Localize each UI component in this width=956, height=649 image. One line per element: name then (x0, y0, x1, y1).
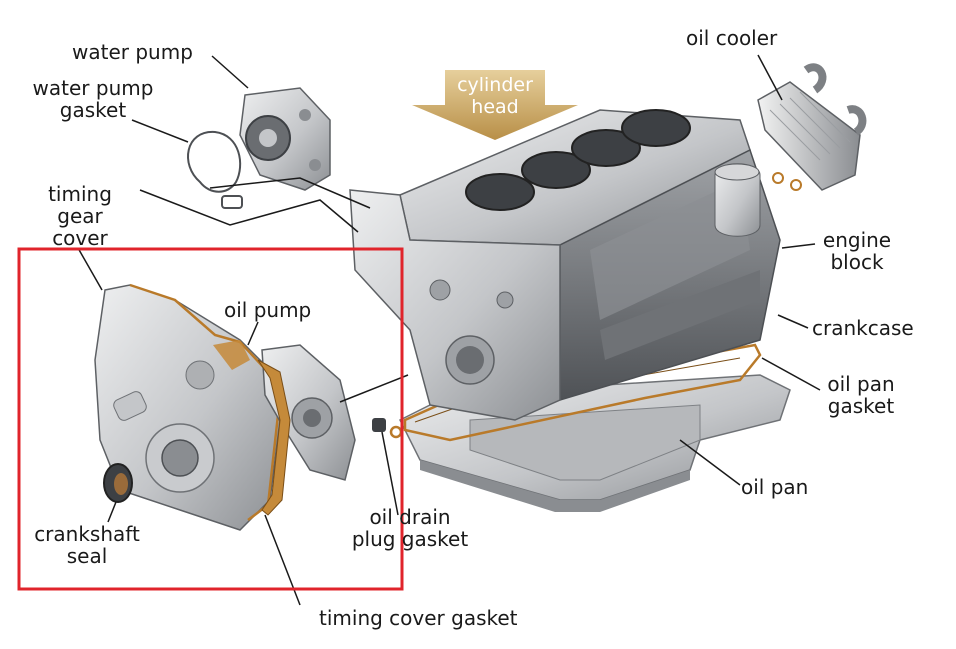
label-timing-cover-gasket: timing cover gasket (319, 606, 518, 630)
label-oil-drain-line1: oil drain (369, 505, 451, 529)
label-oil-pan-gasket-line1: oil pan (827, 372, 895, 396)
label-timing-gear-cover-line1: timing (48, 182, 112, 206)
label-oil-pan-gasket: oil pan gasket (816, 373, 906, 417)
label-cylinder-head-line2: head (471, 96, 519, 118)
label-timing-gear-cover: timing gear cover (35, 183, 125, 249)
water-pump-part (239, 87, 331, 191)
label-engine-block-line1: engine (822, 228, 892, 252)
label-water-pump: water pump (72, 40, 193, 64)
highlight-box (17, 247, 404, 591)
timing-cover-gasket-part (257, 359, 291, 516)
label-oil-pan: oil pan (741, 475, 809, 499)
label-engine-block: engine block (812, 229, 902, 273)
label-water-pump-gasket-line2: gasket (59, 98, 127, 122)
label-water-pump-gasket-line1: water pump (32, 76, 154, 100)
label-crankshaft-seal: crankshaft seal (22, 523, 152, 567)
oil-pump-part (213, 340, 356, 481)
label-cylinder-head-line1: cylinder (457, 74, 533, 96)
crankshaft-seal-part (103, 463, 133, 503)
label-water-pump-gasket: water pump gasket (20, 77, 166, 121)
label-timing-gear-cover-line3: cover (52, 226, 108, 250)
cylinder-head-arrow (412, 70, 578, 140)
label-cylinder-head: cylinder head (445, 74, 545, 118)
label-oil-drain-plug-gasket: oil drain plug gasket (340, 506, 480, 550)
label-oil-pump: oil pump (224, 298, 312, 322)
label-crankshaft-seal-line1: crankshaft (34, 522, 140, 546)
label-crankcase: crankcase (812, 316, 914, 340)
oil-drain-plug-part (372, 418, 403, 439)
label-oil-pan-gasket-line2: gasket (827, 394, 895, 418)
label-oil-cooler: oil cooler (686, 26, 778, 50)
oil-cooler-part (757, 63, 867, 191)
label-crankshaft-seal-line2: seal (66, 544, 108, 568)
leader-lines (77, 54, 821, 606)
label-engine-block-line2: block (830, 250, 884, 274)
label-oil-drain-line2: plug gasket (351, 527, 469, 551)
water-pump-gasket-part (187, 130, 243, 209)
engine-block-part (349, 109, 781, 421)
label-timing-gear-cover-line2: gear (57, 204, 103, 228)
